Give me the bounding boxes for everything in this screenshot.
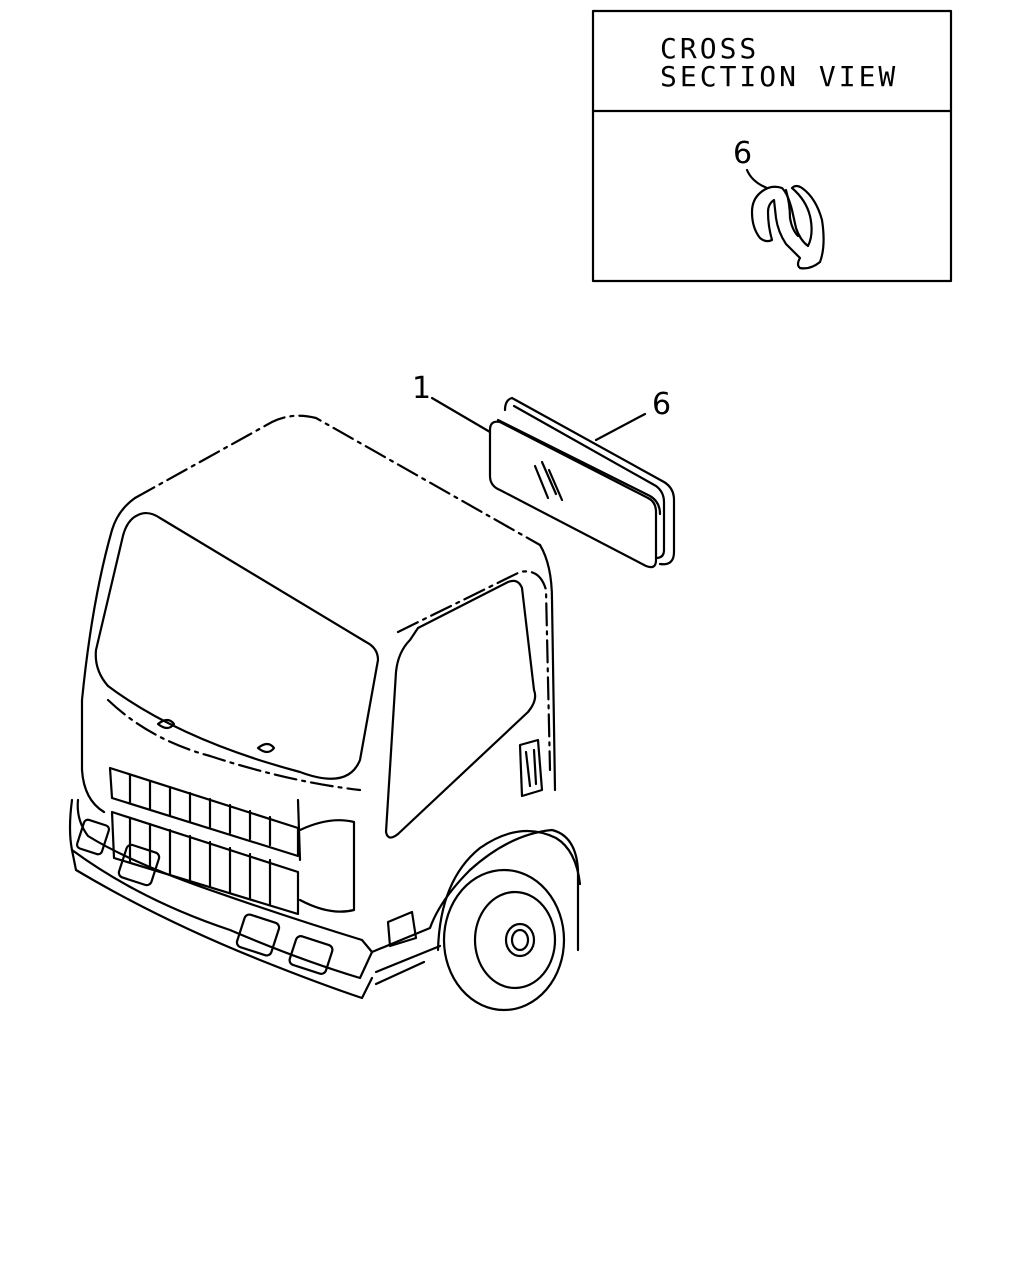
washer-nozzle-right (256, 742, 276, 754)
inset-frame (591, 9, 953, 283)
washer-nozzle-left (156, 718, 176, 730)
glass-shine-icon (533, 460, 564, 502)
door-handle (518, 738, 544, 798)
door-window (384, 579, 537, 839)
roof-left-edge (80, 496, 137, 772)
door-frame (396, 570, 552, 772)
callout-1: 1 (412, 371, 431, 406)
wheel-hub-inner (510, 928, 530, 952)
bumper-bottom (70, 848, 374, 1000)
fog-lamp-left (75, 818, 111, 856)
grille-upper (108, 766, 300, 858)
windshield (94, 511, 380, 780)
truck-cab (68, 414, 582, 1012)
weatherstrip-outline (503, 396, 676, 566)
weatherstrip-profile (750, 184, 825, 270)
grille-lower (110, 810, 300, 916)
weatherstrip-inner (512, 404, 666, 560)
callouts: 1 6 (412, 371, 671, 442)
side-step (374, 944, 442, 986)
wheel-arch (436, 829, 582, 952)
cross-section-inset: CROSS SECTION VIEW 6 (591, 9, 953, 283)
side-marker-lamp (386, 910, 418, 948)
wheel-rim (473, 890, 557, 990)
front-bumper (68, 798, 374, 980)
front-tire (442, 868, 566, 1012)
inset-leader-line (745, 168, 769, 190)
glass-pane (488, 420, 658, 569)
cab-front-corner (80, 768, 356, 913)
side-lower-body (370, 828, 580, 954)
fog-lamp-right-2 (288, 935, 334, 975)
inset-title-line1: CROSS (660, 32, 759, 65)
wheel-hub (504, 922, 536, 958)
callout-1-leader (430, 396, 492, 434)
glass-edge (496, 418, 662, 516)
grille-slats (128, 773, 272, 906)
cab-roof (133, 414, 542, 547)
inset-title-line2: SECTION VIEW (660, 60, 898, 93)
callout-6: 6 (652, 387, 671, 422)
weatherstrip-inner-lip (784, 188, 800, 238)
fog-lamp-left-2 (117, 843, 161, 887)
callout-6-leader (594, 412, 647, 442)
rear-window-assembly (488, 396, 676, 569)
front-hood (106, 698, 362, 792)
fog-lamp-right (235, 913, 281, 957)
roof-right-edge (538, 543, 557, 792)
inset-callout-6: 6 (733, 136, 752, 171)
